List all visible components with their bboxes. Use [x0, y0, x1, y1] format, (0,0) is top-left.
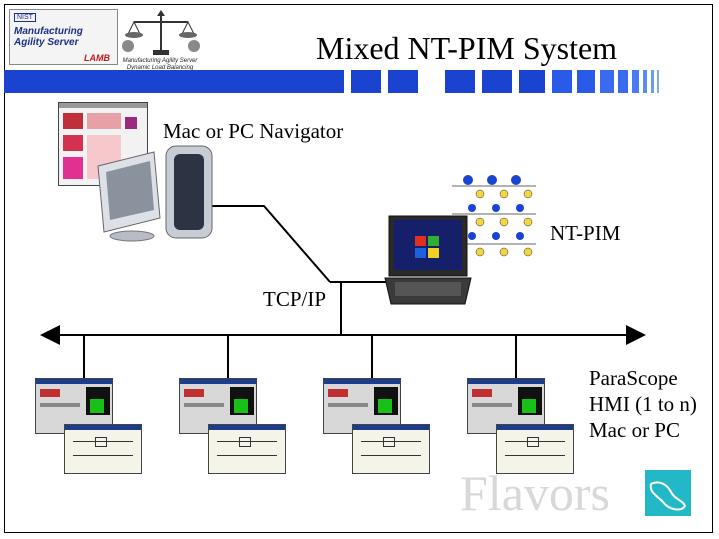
header-stripe-block: [651, 70, 654, 93]
tcpip-label: TCP/IP: [263, 287, 327, 311]
slide-title: Mixed NT-PIM System: [316, 30, 618, 66]
hmi-label-line: HMI (1 to n): [589, 392, 697, 416]
header-band-solid: [4, 70, 344, 93]
desktop-computer-icon: [97, 145, 213, 242]
header-stripe-block: [519, 70, 545, 93]
header-stripe-block: [600, 70, 614, 93]
header-stripe-block: [657, 70, 659, 93]
laptop-icon: [384, 215, 472, 305]
hmi-screenshot-icon: [496, 424, 574, 474]
header-stripe-band: [4, 70, 659, 93]
ntpim-label: NT-PIM: [550, 221, 621, 245]
hmi-screenshot-icon: [64, 424, 142, 474]
mas-logo-text: Manufacturing Agility Server: [14, 26, 83, 48]
hmi-screenshot-icon: [352, 424, 430, 474]
hmi-screenshot-icon: [208, 424, 286, 474]
flavors-watermark: Flavors: [460, 465, 610, 521]
nist-badge: NIST: [14, 13, 36, 22]
lamb-logo-text: LAMB: [84, 53, 110, 63]
scales-logo-icon: [122, 10, 200, 55]
flavors-logo-icon: [645, 470, 691, 516]
header-stripe-block: [618, 70, 628, 93]
hmi-label-line: Mac or PC: [589, 418, 680, 442]
header-stripe-block: [552, 70, 572, 93]
hmi-label-line: ParaScope: [589, 366, 678, 390]
header-stripe-block: [351, 70, 381, 93]
header-stripe-block: [577, 70, 595, 93]
dls-logo-caption: Manufacturing Agility Server Dynamic Loa…: [122, 58, 198, 71]
navigator-link-line: [206, 205, 331, 283]
header-stripe-block: [388, 70, 418, 93]
header-stripe-block: [482, 70, 512, 93]
header-stripe-block: [445, 70, 475, 93]
hmi-label: ParaScope HMI (1 to n) Mac or PC: [589, 365, 697, 443]
navigator-label: Mac or PC Navigator: [163, 119, 344, 143]
header-stripe-block: [632, 70, 639, 93]
header-stripe-block: [643, 70, 647, 93]
slide-border: [4, 4, 713, 533]
manufacturing-agility-server-logo: NIST Manufacturing Agility Server LAMB: [9, 9, 118, 65]
